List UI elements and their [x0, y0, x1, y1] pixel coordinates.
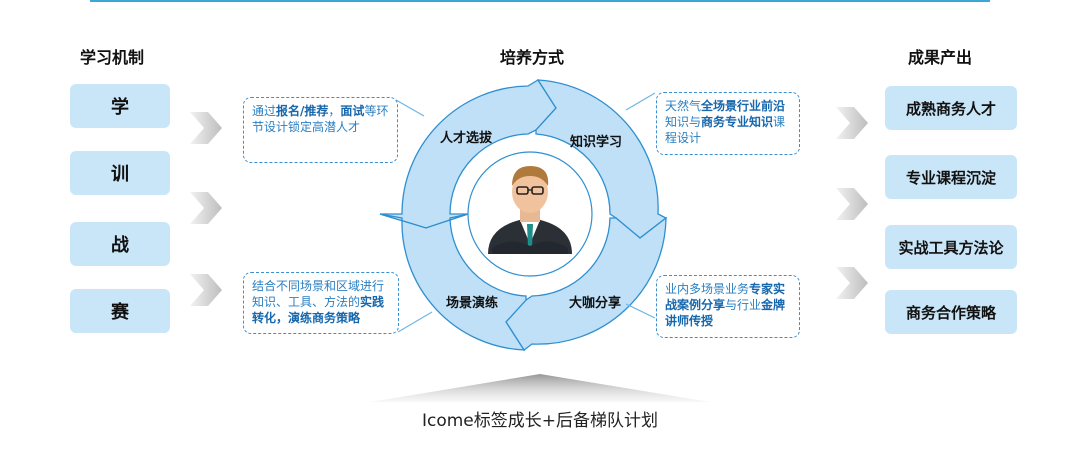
note-text: 结合不同场景和区域进行知识、工具、方法的 [252, 279, 385, 309]
note-text: 与行业 [725, 298, 762, 312]
learning-mechanism-study: 学 [70, 84, 170, 128]
learning-mechanism-compete: 赛 [70, 289, 170, 333]
chevron-right-icon [190, 112, 222, 144]
note-text: 天然气 [665, 99, 702, 113]
note-text: ， [328, 104, 341, 118]
businessman-avatar-icon [488, 166, 572, 254]
note-knowledge-learning: 天然气全场景行业前沿知识与商务专业知识课程设计 [656, 92, 800, 155]
note-emphasis: 实践转化，演练商务策略 [252, 295, 385, 325]
note-emphasis: 面试 [340, 104, 365, 118]
pedestal-shadow [370, 374, 710, 402]
left-heading: 学习机制 [80, 48, 145, 67]
note-expert-sharing: 业内多场景业务专家实战案例分享与行业金牌讲师传授 [656, 275, 800, 338]
outcome-cooperation-strategy: 商务合作策略 [885, 290, 1017, 334]
chevron-right-icon [836, 267, 868, 299]
footer-caption: Icome标签成长+后备梯队计划 [421, 411, 659, 431]
stage-knowledge-learning: 知识学习 [570, 135, 623, 150]
note-emphasis: 专家实战案例分享 [665, 282, 786, 312]
right-heading: 成果产出 [908, 48, 973, 67]
learning-mechanism-battle: 战 [70, 222, 170, 266]
learning-mechanism-train: 训 [70, 151, 170, 195]
stage-scenario-drill: 场景演练 [446, 296, 499, 311]
center-heading: 培养方式 [500, 48, 565, 67]
stage-talent-selection: 人才选拔 [440, 131, 493, 146]
chevron-right-icon [190, 192, 222, 224]
note-emphasis: 金牌讲师传授 [665, 298, 786, 328]
top-divider-line [90, 0, 990, 2]
outcome-practical-tools: 实战工具方法论 [885, 225, 1017, 269]
chevron-right-icon [836, 188, 868, 220]
note-emphasis: 商务专业知识 [701, 115, 774, 129]
outcome-business-talent: 成熟商务人才 [885, 86, 1017, 130]
note-emphasis: 报名/推荐 [276, 104, 329, 118]
training-cycle-wheel [379, 79, 668, 351]
note-scenario-drill: 结合不同场景和区域进行知识、工具、方法的实践转化，演练商务策略 [243, 272, 399, 334]
note-text: 等环节设计锁定高潜人才 [252, 104, 389, 134]
outcome-course-accumulation: 专业课程沉淀 [885, 155, 1017, 199]
stage-expert-sharing: 大咖分享 [569, 296, 622, 311]
note-emphasis: 全场景行业前沿 [701, 99, 786, 113]
note-text: 业内多场景业务 [665, 282, 750, 296]
chevron-right-icon [190, 274, 222, 306]
note-text: 课程设计 [665, 115, 786, 145]
note-talent-selection: 通过报名/推荐，面试等环节设计锁定高潜人才 [243, 97, 398, 163]
note-text: 通过 [252, 104, 277, 118]
note-text: 知识与 [665, 115, 702, 129]
chevron-right-icon [836, 107, 868, 139]
